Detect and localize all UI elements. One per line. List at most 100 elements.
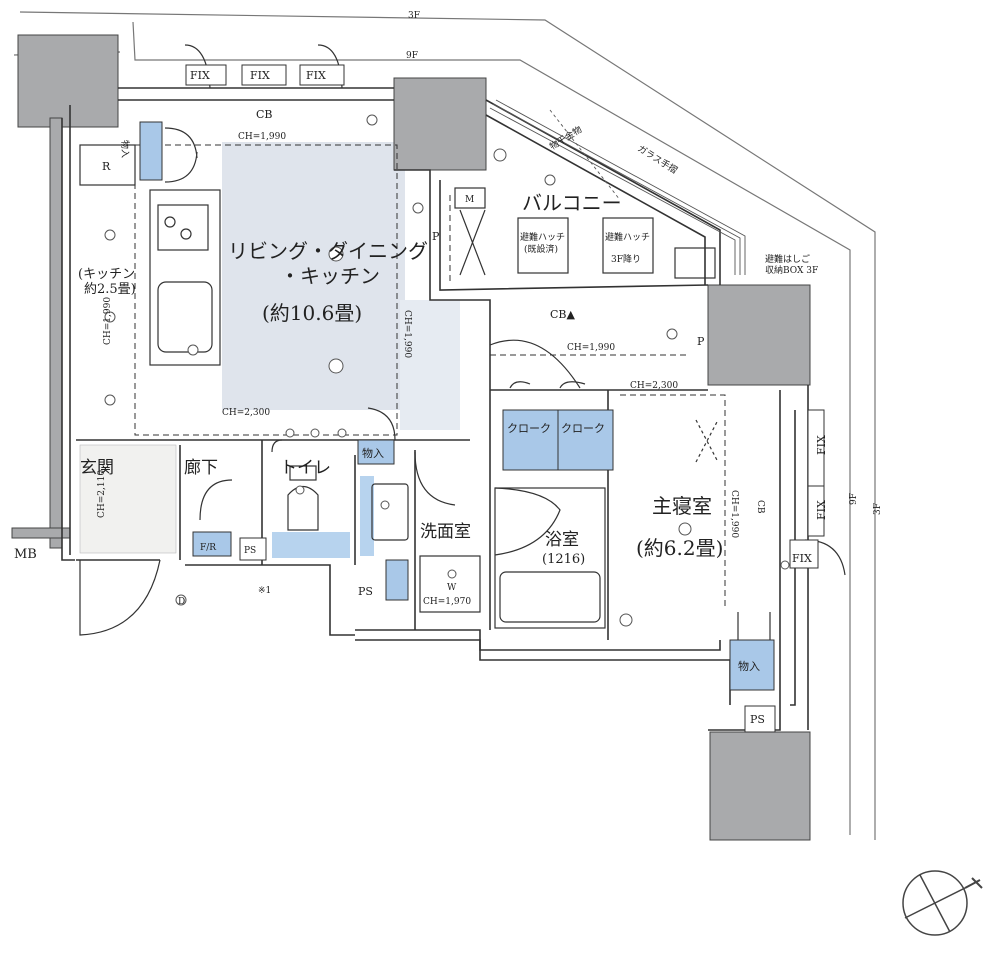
cloak-1 [502,409,559,471]
wc-tank-blue [385,559,409,601]
cloak2-label: クローク [561,422,605,435]
fr-box [192,531,232,557]
column-top-mid [393,77,487,171]
floor-label-9f-top: 9F [406,51,418,61]
kitchen-sink [157,281,213,353]
monoire-mid [357,439,395,465]
bathtub [499,571,601,623]
genkan-tile [79,444,177,554]
aircon-x [459,209,486,276]
p-label-2: P [697,335,705,348]
floor-label-3f-right: 3F [873,503,883,515]
bed-diag [695,419,719,463]
ch-5: CH=1,990 [567,343,615,353]
light-fixtures [104,114,790,627]
fix-label-6: FIX [792,552,812,565]
windows [185,64,825,569]
ps-label-3: PS [750,713,765,726]
m-box [454,187,486,209]
p-label-1: P [432,230,440,243]
ps-box-1 [239,537,267,561]
ladder-box [674,247,716,279]
bath-size: (1216) [542,552,585,567]
balcony-hatch-2 [602,217,654,274]
floor-fills [79,142,460,558]
monoire-bottom-label: 物入 [738,659,760,673]
cloak1-label: クローク [507,422,551,435]
kitchen-stove [157,204,209,251]
doors [79,44,846,640]
toilet-bowl [287,485,319,531]
ceiling-dashes [134,144,726,610]
senmen-strip-blue [360,476,374,556]
hatch1-a: 避難ハッチ [520,231,565,243]
compass-icon [902,870,983,936]
closets [139,121,776,733]
wi-label: ※1 [258,586,271,596]
monoire-top [139,121,163,181]
kitchen-counter [149,189,221,366]
floor-label-3f-top: 3F [408,11,420,21]
cb-label-2: CB▲ [550,308,576,321]
ps-label-1: PS [244,546,256,556]
fixtures [79,144,719,629]
ch-6: CH=2,300 [630,381,678,391]
hatch2-b: 3F降り [611,253,641,265]
rouka-label: 廊下 [184,458,218,478]
ch-4: CH=2,300 [222,408,270,418]
ps-box-3 [744,705,776,733]
ch-2: CH=1,990 [103,297,113,345]
fridge-box [79,144,136,186]
monoire-top-label: 物入 [119,140,131,158]
ch-9: CH=1,970 [423,597,471,607]
balcony-label: バルコニー [522,191,622,215]
master-label: 主寝室 [652,494,712,518]
ladder-box-note: 収納BOX 3F [765,264,818,276]
genkan-label: 玄関 [80,458,114,478]
w-label: W [447,583,457,593]
r-label: R [102,160,111,173]
monoire-mid-label: 物入 [362,446,384,460]
column-top-left [17,34,119,128]
balcony-note-rail2: ガラス手摺 [635,142,679,176]
senmen-label: 洗面室 [420,522,471,542]
floor-label-9f-right: 9F [849,493,859,505]
fr-label: F/R [200,543,216,553]
column-right [707,284,811,386]
living-floor [222,142,405,410]
monoire-bottom [729,639,775,691]
kitchen-label-1: (キッチン [78,267,135,282]
d-label: D [178,597,185,607]
living-floor-ext [400,300,460,430]
kitchen-label-2: 約2.5畳) [84,282,136,297]
bath-area [494,487,606,629]
master-area: (約6.2畳) [636,536,723,560]
wall-left [49,117,63,549]
ch-1: CH=1,990 [238,132,286,142]
fix-label-4: FIX [815,435,828,455]
bath-label: 浴室 [545,530,579,550]
toilet-floor-blue [272,532,350,558]
column-bottom-right [709,731,811,841]
m-label: M [465,195,474,205]
mb-label: MB [14,547,37,562]
fix-label-3: FIX [306,69,326,82]
cb-label-3: CB [755,500,765,514]
ladder-note: 避難はしご [765,253,810,265]
toilet-label: トイレ [280,458,331,478]
ch-8: CH=2,110 [97,470,107,518]
hatch1-b: (既設済) [524,243,558,255]
fix-label-2: FIX [250,69,270,82]
ps-label-2: PS [358,585,373,598]
ch-3: CH=1,990 [402,310,412,358]
wash-basin [371,483,409,541]
living-label-1: リビング・ダイニング [228,239,428,263]
living-area: (約10.6畳) [262,301,362,325]
balcony-railing [489,99,746,275]
toilet-tank [289,465,317,481]
washer [419,555,481,613]
cb-label-1: CB [256,108,273,121]
fix-label-1: FIX [190,69,210,82]
labels: FIX FIX FIX FIX FIX FIX リビング・ダイニング ・キッチン… [14,69,828,726]
